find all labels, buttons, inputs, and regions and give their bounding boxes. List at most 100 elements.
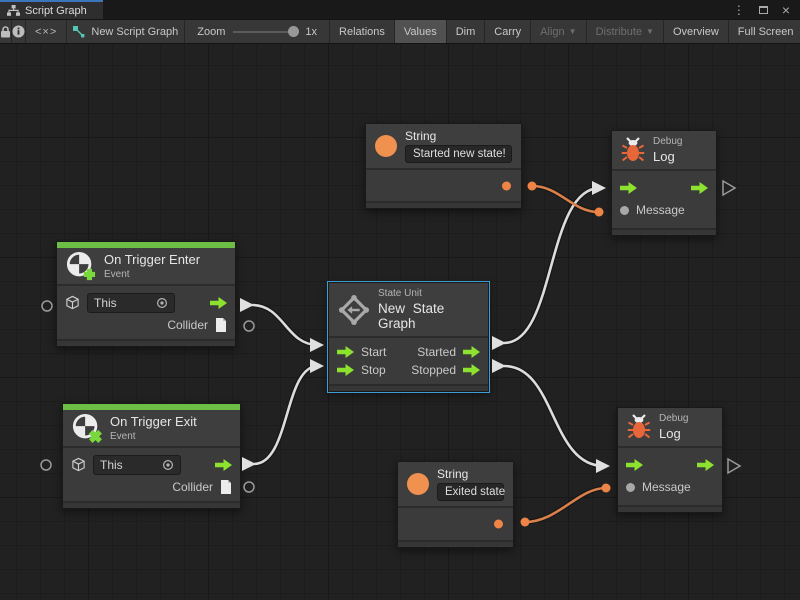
stopped-output-port[interactable] [463,364,480,377]
node-title: String [437,467,469,481]
document-icon[interactable] [215,318,227,332]
more-menu-icon[interactable]: ⋮ [732,2,745,17]
flow-input-port[interactable] [620,182,637,194]
node-output-row [366,170,521,201]
maximize-icon[interactable] [758,5,768,14]
message-input-port[interactable] [626,482,635,492]
code-icon: <×> [35,25,58,38]
string-output-port[interactable] [494,519,503,529]
wire-arrowhead [310,359,324,373]
node-title: On Trigger Enter [104,252,201,267]
collider-port-label: Collider [172,480,213,494]
node-title: Log [653,149,675,164]
wire-enter-to-start [251,303,319,347]
string-value-input[interactable]: Exited state [437,483,505,501]
message-input-port[interactable] [620,205,629,215]
info-icon [12,25,25,38]
info-button[interactable] [12,20,26,43]
align-button[interactable]: Align ▼ [531,20,587,43]
value-wire-dot [520,517,530,527]
start-port-label: Start [361,344,387,359]
graph-name-label: New Script Graph [91,25,179,38]
overview-button[interactable]: Overview [664,20,729,43]
zoom-label: Zoom [197,25,226,38]
unconnected-port-circle [40,459,52,471]
node-category: Event [104,269,130,280]
graph-breadcrumb[interactable]: New Script Graph [67,20,186,43]
node-on-trigger-exit[interactable]: On Trigger Exit Event This [62,403,241,509]
string-literal-icon [407,473,429,495]
document-icon[interactable] [220,480,232,494]
window-tab-bar: Script Graph ⋮ × [0,0,800,19]
tab-script-graph[interactable]: Script Graph [0,0,103,19]
distribute-button[interactable]: Distribute ▼ [587,20,664,43]
zoom-slider[interactable] [233,26,300,37]
flow-output-port[interactable] [691,182,708,194]
started-output-port[interactable] [463,345,480,358]
node-footer [57,339,235,346]
start-input-port[interactable] [337,345,354,358]
wire-source-triangle [242,457,256,471]
edit-code-button[interactable]: <×> [26,20,68,43]
node-state-unit[interactable]: State Unit New State Graph Start Started [327,281,490,393]
string-output-port[interactable] [502,181,511,190]
target-object-label: This [94,296,117,310]
message-port-label: Message [642,480,691,494]
dim-button[interactable]: Dim [447,20,486,43]
values-button[interactable]: Values [394,20,447,43]
bug-icon [621,137,645,163]
flow-output-port[interactable] [215,459,232,471]
flow-input-port[interactable] [626,459,643,471]
node-debug-log-bottom[interactable]: Debug Log Message [617,407,723,513]
node-title: New State Graph [378,301,445,331]
wire-string-to-message-bottom [524,486,607,524]
target-object-field[interactable]: This [93,455,181,475]
cube-icon [71,457,86,473]
chevron-down-icon: ▼ [568,27,577,36]
trigger-exit-icon [72,413,102,443]
wire-exit-to-stop [253,364,319,466]
graph-canvas[interactable]: String Started new state! Debug Log [0,44,800,600]
wire-source-triangle [492,336,506,350]
value-wire-dot [527,181,537,191]
object-picker-icon[interactable] [162,459,174,471]
node-footer [366,201,521,208]
unconnected-port-circle [41,300,53,312]
node-footer [63,501,240,508]
target-object-field[interactable]: This [87,293,175,313]
string-value-input[interactable]: Started new state! [405,145,512,163]
node-category: State Unit [378,288,422,299]
event-stripe [57,242,235,248]
event-stripe [63,404,240,410]
node-string-top[interactable]: String Started new state! [365,123,522,209]
node-string-bottom[interactable]: String Exited state [397,461,514,548]
object-picker-icon[interactable] [156,297,168,309]
flow-output-port[interactable] [697,459,714,471]
relations-button[interactable]: Relations [330,20,395,43]
wire-arrowhead [310,338,324,352]
zoom-slider-handle[interactable] [288,26,300,37]
message-port-label: Message [636,203,685,217]
state-machine-icon [338,294,370,326]
trigger-enter-icon [66,251,96,281]
node-debug-log-top[interactable]: Debug Log Message [611,130,717,236]
lock-button[interactable] [0,20,12,43]
node-category: Event [110,431,136,442]
flow-output-port[interactable] [210,297,227,309]
unconnected-port-circle [243,320,255,332]
unconnected-port-circle [243,481,255,493]
wire-started-to-debug [503,186,601,345]
stop-input-port[interactable] [337,364,354,377]
wire-string-to-message-top [531,184,600,214]
node-footer [329,384,488,391]
started-port-label: Started [417,344,456,359]
wire-stopped-to-debug [503,364,605,468]
fullscreen-button[interactable]: Full Screen [729,20,800,43]
stop-port-label: Stop [361,363,386,378]
node-category: Debug [659,413,689,424]
node-on-trigger-enter[interactable]: On Trigger Enter Event This [56,241,236,347]
carry-button[interactable]: Carry [485,20,532,43]
close-icon[interactable]: × [781,1,790,18]
unconnected-flow-triangle [727,457,742,475]
target-object-label: This [100,458,123,472]
